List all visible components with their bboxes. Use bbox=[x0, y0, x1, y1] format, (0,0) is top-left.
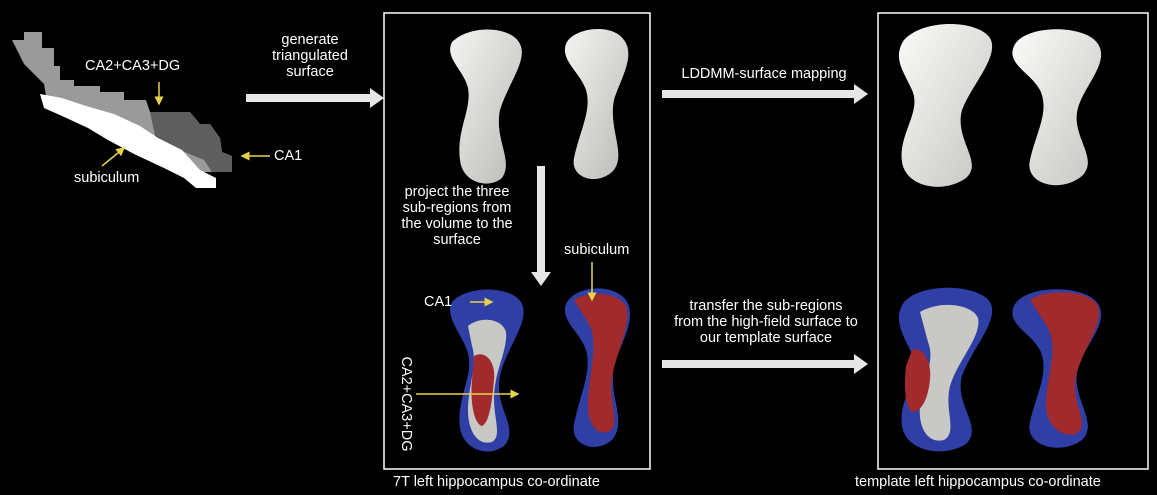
project-arrow bbox=[531, 166, 551, 286]
segmentation-slice bbox=[12, 32, 232, 188]
subiculum-pointer bbox=[102, 148, 124, 166]
template-surface-left bbox=[899, 24, 992, 187]
seg-subiculum-label: subiculum bbox=[74, 170, 139, 186]
transfer-step-label: transfer the sub-regions from the high-f… bbox=[660, 298, 872, 346]
generate-step-label: generate triangulated surface bbox=[250, 32, 370, 80]
mid-ca2ca3dg-label: CA2+CA3+DG bbox=[398, 354, 414, 454]
7t-labeled-surface-left bbox=[450, 289, 523, 451]
7t-surface-left bbox=[450, 29, 522, 183]
lddmm-arrow bbox=[662, 84, 868, 104]
template-labeled-surface-left bbox=[899, 288, 992, 452]
template-surface-right bbox=[1012, 29, 1101, 185]
lddmm-step-label: LDDMM-surface mapping bbox=[664, 66, 864, 82]
caption-template: template left hippocampus co-ordinate bbox=[855, 474, 1101, 490]
generate-arrow bbox=[246, 88, 384, 108]
seg-ca2ca3dg-label: CA2+CA3+DG bbox=[85, 58, 180, 74]
transfer-arrow bbox=[662, 354, 868, 374]
7t-labeled-surface-right bbox=[565, 288, 630, 447]
project-step-label: project the three sub-regions from the v… bbox=[392, 184, 522, 248]
seg-ca1-label: CA1 bbox=[274, 148, 302, 164]
7t-surface-right bbox=[565, 29, 628, 179]
mid-subiculum-label: subiculum bbox=[564, 242, 629, 258]
caption-7t: 7T left hippocampus co-ordinate bbox=[393, 474, 600, 490]
mid-ca1-label: CA1 bbox=[424, 294, 452, 310]
template-labeled-surface-right bbox=[1012, 289, 1101, 448]
